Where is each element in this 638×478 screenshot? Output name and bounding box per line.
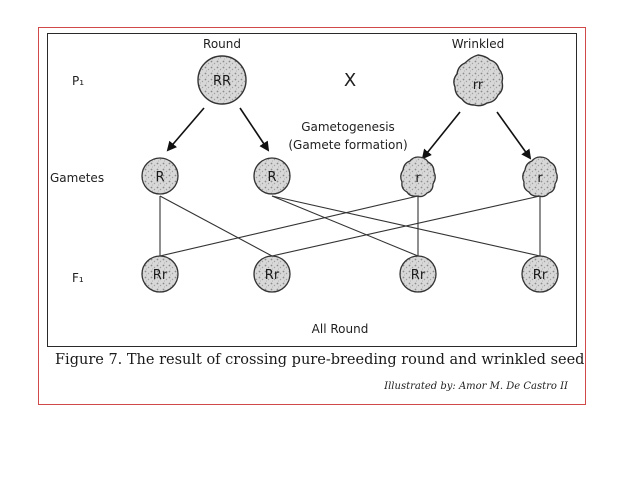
f1-label: F₁ bbox=[72, 271, 84, 285]
arrow-rr-to-gamete-1 bbox=[166, 107, 205, 152]
offspring-2-genotype: Rr bbox=[265, 268, 280, 283]
p1-label: P₁ bbox=[72, 74, 84, 88]
cross-symbol: X bbox=[344, 70, 356, 91]
arrow-rr-to-gamete-2 bbox=[239, 107, 270, 152]
offspring-cell-4: Rr bbox=[521, 255, 559, 293]
round-label: Round bbox=[203, 37, 241, 51]
gamete-cell-2: R bbox=[253, 157, 291, 195]
wrinkled-label: Wrinkled bbox=[452, 37, 504, 51]
gamete-cell-3: r bbox=[400, 156, 436, 198]
gamete-3-allele: r bbox=[415, 171, 421, 186]
illustration-credit: Illustrated by: Amor M. De Castro II bbox=[384, 381, 568, 392]
offspring-cell-2: Rr bbox=[253, 255, 291, 293]
parent-round-cell: RR bbox=[197, 55, 247, 105]
offspring-cell-1: Rr bbox=[141, 255, 179, 293]
gamete-cell-1: R bbox=[141, 157, 179, 195]
gametogenesis-label: Gametogenesis bbox=[301, 120, 395, 134]
offspring-1-genotype: Rr bbox=[153, 268, 168, 283]
gamete-4-allele: r bbox=[537, 171, 543, 186]
cross-lines bbox=[159, 195, 541, 257]
arrow-wrinkled-to-gamete-3 bbox=[421, 111, 461, 160]
offspring-cell-3: Rr bbox=[399, 255, 437, 293]
gamete-2-allele: R bbox=[267, 170, 276, 185]
parent-round-genotype: RR bbox=[213, 74, 231, 89]
offspring-3-genotype: Rr bbox=[411, 268, 426, 283]
parent-wrinkled-cell: rr bbox=[453, 54, 504, 107]
diagram-frame bbox=[47, 33, 577, 347]
gamete-formation-label: (Gamete formation) bbox=[288, 138, 407, 152]
figure-caption: Figure 7. The result of crossing pure-br… bbox=[55, 352, 585, 368]
gametes-label: Gametes bbox=[50, 171, 104, 185]
parent-wrinkled-genotype: rr bbox=[473, 78, 484, 93]
offspring-4-genotype: Rr bbox=[533, 268, 548, 283]
arrow-wrinkled-to-gamete-4 bbox=[496, 111, 532, 160]
gamete-1-allele: R bbox=[155, 170, 164, 185]
gamete-cell-4: r bbox=[522, 156, 558, 198]
all-round-label: All Round bbox=[312, 322, 369, 336]
